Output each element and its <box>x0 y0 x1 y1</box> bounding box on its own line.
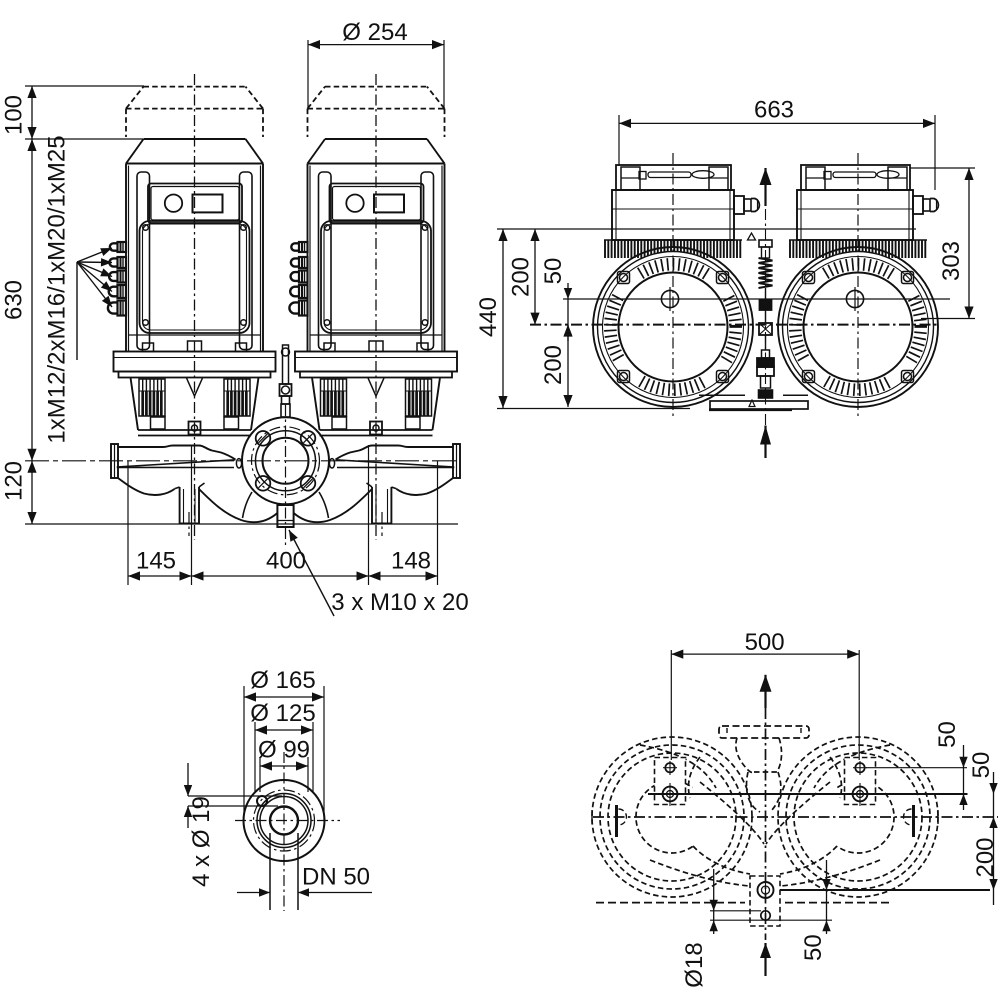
svg-text:50: 50 <box>800 934 827 961</box>
svg-text:630: 630 <box>1 280 28 320</box>
svg-text:Ø 99: Ø 99 <box>258 737 310 764</box>
svg-text:200: 200 <box>972 837 999 877</box>
svg-text:400: 400 <box>266 548 306 575</box>
svg-text:440: 440 <box>475 297 502 337</box>
svg-text:1xM12/2xM16/1xM20/1xM25: 1xM12/2xM16/1xM20/1xM25 <box>44 135 71 443</box>
svg-text:120: 120 <box>1 461 28 501</box>
svg-text:303: 303 <box>938 241 965 281</box>
svg-text:50: 50 <box>968 752 995 779</box>
svg-text:500: 500 <box>745 629 785 656</box>
svg-text:Ø 165: Ø 165 <box>250 667 315 694</box>
svg-text:200: 200 <box>540 345 567 385</box>
svg-text:100: 100 <box>1 95 28 135</box>
svg-text:50: 50 <box>540 258 567 285</box>
svg-text:200: 200 <box>508 257 535 297</box>
svg-text:Ø 254: Ø 254 <box>342 19 407 46</box>
svg-text:145: 145 <box>136 548 176 575</box>
svg-text:3 x M10 x 20: 3 x M10 x 20 <box>331 589 468 616</box>
svg-text:4 x Ø 19: 4 x Ø 19 <box>188 796 215 887</box>
svg-text:148: 148 <box>391 548 431 575</box>
svg-text:DN 50: DN 50 <box>302 864 370 891</box>
svg-text:Ø 125: Ø 125 <box>250 700 315 727</box>
svg-text:663: 663 <box>754 97 794 124</box>
svg-text:Ø18: Ø18 <box>681 942 708 987</box>
svg-text:50: 50 <box>934 721 961 748</box>
